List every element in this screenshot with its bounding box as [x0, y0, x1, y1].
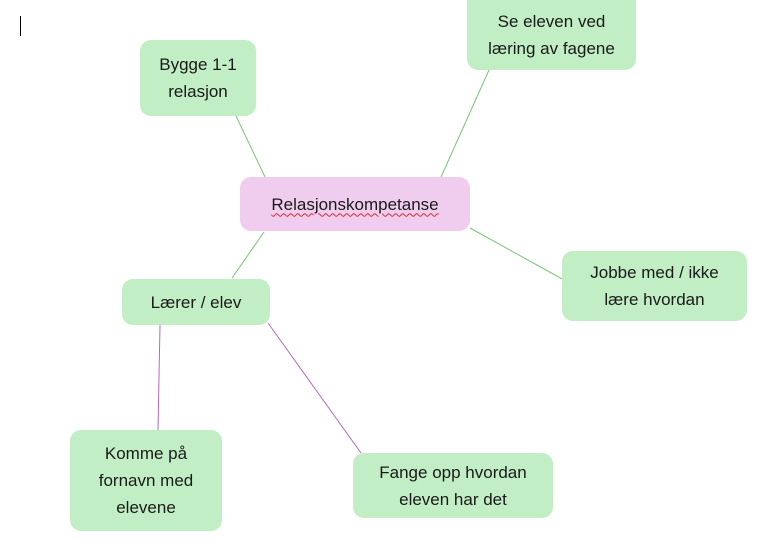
node-fange-opp[interactable]: Fange opp hvordan eleven har det [353, 453, 553, 518]
node-se-eleven[interactable]: Se eleven ved læring av fagene [467, 0, 636, 70]
node-laerer-elev[interactable]: Lærer / elev [122, 279, 270, 325]
node-jobbe-med[interactable]: Jobbe med / ikke lære hvordan [562, 251, 747, 321]
node-bygge-relasjon[interactable]: Bygge 1-1 relasjon [140, 40, 256, 116]
central-node[interactable]: Relasjonskompetanse [240, 177, 470, 231]
connector-center-bygge [235, 115, 266, 178]
node-komme-pa-fornavn-label: Komme på fornavn med elevene [98, 444, 194, 517]
node-komme-pa-fornavn[interactable]: Komme på fornavn med elevene [70, 430, 222, 531]
node-laerer-elev-label: Lærer / elev [150, 292, 242, 312]
node-se-eleven-label: Se eleven ved læring av fagene [488, 12, 615, 58]
node-bygge-relasjon-label: Bygge 1-1 relasjon [159, 55, 237, 101]
node-fange-opp-label: Fange opp hvordan eleven har det [379, 462, 527, 509]
connector-center-laerer [231, 231, 265, 279]
text-cursor [20, 16, 21, 36]
node-jobbe-med-label: Jobbe med / ikke lære hvordan [590, 263, 719, 309]
connector-laerer-komme [157, 324, 161, 431]
connector-center-se [440, 69, 490, 178]
central-node-label: Relasjonskompetanse [271, 194, 439, 214]
connector-center-jobbe [469, 227, 565, 281]
connector-laerer-fange [267, 322, 362, 454]
